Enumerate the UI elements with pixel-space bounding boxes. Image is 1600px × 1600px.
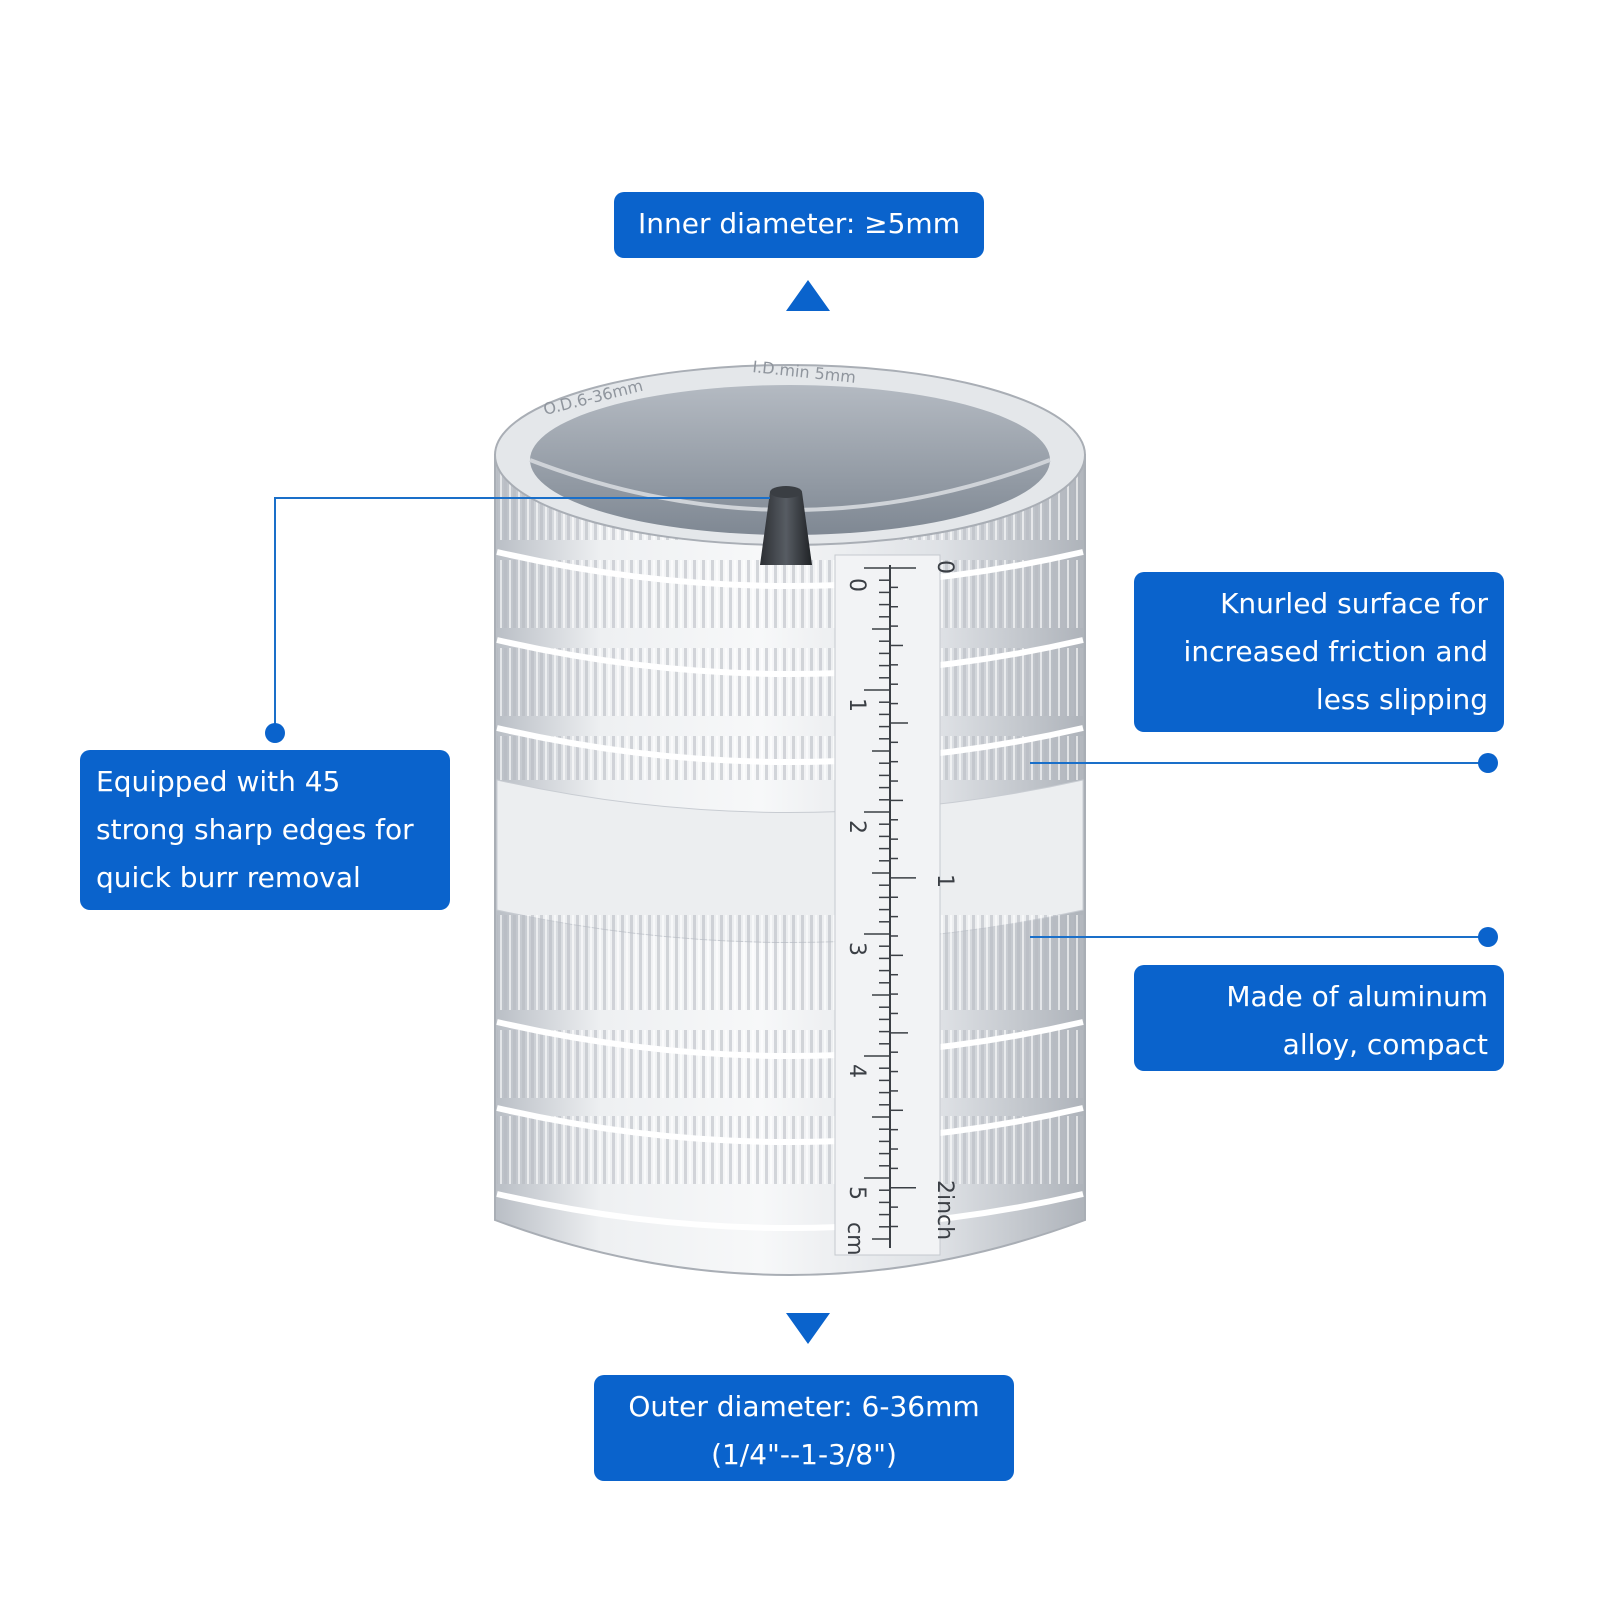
callout-inner-diameter-text: Inner diameter: ≥5mm	[638, 207, 960, 240]
callout-knurl-line-3: less slipping	[1315, 683, 1488, 716]
cm-label-0: 0	[844, 578, 869, 592]
callout-knurl-line-2: increased friction and	[1183, 635, 1488, 668]
cm-label-1: 1	[844, 698, 869, 712]
callout-burr-line-2: strong sharp edges for	[96, 813, 414, 846]
cm-unit-label: cm	[842, 1222, 867, 1256]
arrow-up-icon	[786, 280, 830, 311]
inch-label-0: 0	[932, 560, 957, 574]
cm-label-3: 3	[844, 942, 869, 956]
cm-label-4: 4	[844, 1064, 869, 1078]
cm-label-2: 2	[844, 820, 869, 834]
inch-label-1: 1	[932, 874, 957, 888]
leader-dot-burr	[265, 723, 285, 743]
arrow-down-icon	[786, 1313, 830, 1344]
inch-label-2: 2inch	[932, 1180, 957, 1240]
ruler-scale: 0 1 2 3 4 5 cm 0 1 2inch	[834, 554, 957, 1256]
cone-blade	[760, 492, 812, 565]
cm-label-5: 5	[844, 1186, 869, 1200]
leader-lines	[274, 497, 1487, 938]
leader-dot-aluminum	[1478, 927, 1498, 947]
callout-aluminum-alloy: Made of aluminum alloy, compact	[1134, 965, 1504, 1071]
callout-knurled-surface: Knurled surface for increased friction a…	[1134, 572, 1504, 732]
callout-inner-diameter: Inner diameter: ≥5mm	[614, 192, 984, 258]
callout-outer-line-1: Outer diameter: 6-36mm	[628, 1390, 980, 1423]
callout-alum-line-2: alloy, compact	[1282, 1028, 1488, 1061]
deburring-tool: O.D.6-36mm I.D.min 5mm 0 1 2 3 4 5 cm 0 …	[494, 357, 1086, 1276]
callout-burr-edges: Equipped with 45 strong sharp edges for …	[80, 750, 450, 910]
callout-outer-diameter: Outer diameter: 6-36mm (1/4"--1-3/8")	[594, 1375, 1014, 1481]
callout-burr-line-1: Equipped with 45	[96, 765, 341, 798]
callout-alum-line-1: Made of aluminum	[1226, 980, 1488, 1013]
knurled-bands-lower	[496, 915, 1084, 1231]
callout-outer-line-2: (1/4"--1-3/8")	[711, 1438, 897, 1471]
callout-burr-line-3: quick burr removal	[96, 861, 361, 894]
callout-knurl-line-1: Knurled surface for	[1220, 587, 1488, 620]
leader-dot-knurl	[1478, 753, 1498, 773]
